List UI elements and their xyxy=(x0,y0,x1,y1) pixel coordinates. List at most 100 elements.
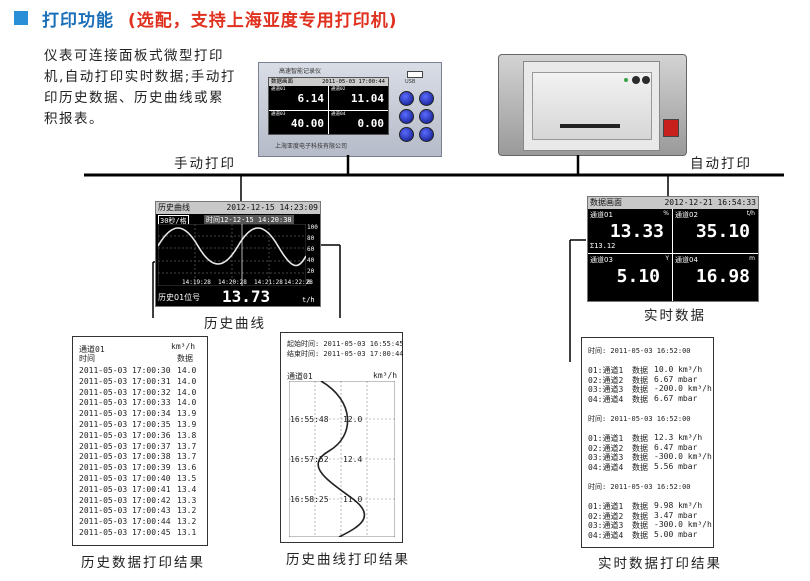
x-tick-label: 14:19:28 xyxy=(182,279,211,286)
history-curve-caption: 历史曲线 xyxy=(204,316,266,332)
row-ch: 01:通道1 xyxy=(588,502,624,511)
row-label: 数据 xyxy=(632,366,648,375)
block-time: 时间: 2011-05-03 16:52:00 xyxy=(588,415,691,423)
printout-time-head: 时间 xyxy=(79,354,95,363)
recorder-cell: 通道01 6.14 xyxy=(269,86,329,111)
realtime-cell: 通道02 t/h 35.10 xyxy=(673,209,758,254)
row-value: 14.0 xyxy=(177,366,197,375)
curve-mark-value: 12.4 xyxy=(343,455,363,464)
row-label: 数据 xyxy=(632,434,648,443)
row-value: 14.0 xyxy=(177,376,197,386)
recorder-button[interactable] xyxy=(399,91,414,106)
row-time: 2011-05-03 17:00:35 xyxy=(79,419,171,429)
row-ch: 01:通道1 xyxy=(588,434,624,443)
recorder-button[interactable] xyxy=(419,91,434,106)
row-val: 5.56 mbar xyxy=(654,461,698,471)
row-ch: 03:通道3 xyxy=(588,521,624,530)
usb-port-icon xyxy=(407,71,423,78)
row-time: 2011-05-03 17:00:30 xyxy=(79,366,171,375)
row-val: -300.0 km³/h xyxy=(654,520,712,529)
power-switch[interactable] xyxy=(663,119,679,137)
page-subtitle: (选配，支持上海亚度专用打印机) xyxy=(128,11,398,31)
curve-mark-value: 11.0 xyxy=(343,495,363,504)
recorder-cell: 通道03 40.00 xyxy=(269,111,329,134)
history-value: 13.73 xyxy=(222,287,271,306)
printout-unit: km³/h xyxy=(373,371,398,380)
row-time: 2011-05-03 17:00:37 xyxy=(79,441,171,451)
paper-slot-icon xyxy=(560,124,620,128)
list-item: 01:通道1 数据 12.3 km³/h xyxy=(588,433,710,443)
history-print-caption: 历史数据打印结果 xyxy=(81,555,205,571)
row-ch: 04:通道4 xyxy=(588,462,624,472)
row-value: 13.5 xyxy=(177,473,197,483)
title-square-icon xyxy=(14,11,28,25)
row-value: 13.2 xyxy=(177,506,197,516)
table-row: 2011-05-03 17:00:30 14.0 xyxy=(79,366,201,377)
row-value: 13.7 xyxy=(177,441,197,451)
history-y-ticks: 100 80 60 40 20 0 xyxy=(307,224,318,286)
list-item: 04:通道4 数据 6.67 mbar xyxy=(588,394,710,404)
row-time: 2011-05-03 17:00:43 xyxy=(79,506,171,516)
printer-led-icon xyxy=(632,76,640,84)
row-label: 数据 xyxy=(632,453,648,462)
recorder-button[interactable] xyxy=(399,109,414,124)
row-time: 2011-05-03 17:00:36 xyxy=(79,430,171,440)
row-value: 13.3 xyxy=(177,495,197,505)
row-time: 2011-05-03 17:00:41 xyxy=(79,484,171,494)
row-value: 13.7 xyxy=(177,452,197,462)
recorder-button[interactable] xyxy=(419,127,434,142)
realtime-cell: 通道03 Y 5.10 xyxy=(588,254,673,301)
row-time: 2011-05-03 17:00:38 xyxy=(79,452,171,462)
row-value: 13.9 xyxy=(177,419,197,429)
printout-unit: km³/h xyxy=(171,342,196,351)
recorder-cell: 通道02 11.04 xyxy=(329,86,388,111)
row-ch: 02:通道2 xyxy=(588,375,624,385)
printer-cover xyxy=(523,61,660,151)
history-data-printout: 通道01 时间 km³/h 数据 2011-05-03 17:00:30 14.0… xyxy=(72,336,208,546)
realtime-caption: 实时数据 xyxy=(644,308,706,324)
printer-device xyxy=(498,54,687,156)
curve-printout: 起始时间: 2011-05-03 16:55:45 结束时间: 2011-05-… xyxy=(280,332,404,543)
row-ch: 02:通道2 xyxy=(588,443,624,453)
row-val: -200.0 km³/h xyxy=(654,384,712,393)
row-label: 数据 xyxy=(632,394,648,404)
x-tick-label: 14:20:28 xyxy=(218,279,247,286)
realtime-print-caption: 实时数据打印结果 xyxy=(598,556,722,572)
row-ch: 04:通道4 xyxy=(588,530,624,540)
row-val: 3.47 mbar xyxy=(654,510,698,520)
power-led-icon xyxy=(624,78,628,82)
row-val: 6.67 mbar xyxy=(654,393,698,403)
x-tick-label: 14:21:28 xyxy=(254,279,283,286)
recorder-button[interactable] xyxy=(399,127,414,142)
row-val: 6.67 mbar xyxy=(654,374,698,384)
recorder-cell: 通道04 0.00 xyxy=(331,112,384,130)
usb-label: USB xyxy=(405,79,416,85)
row-val: 12.3 km³/h xyxy=(654,433,703,442)
printout-channel: 通道01 xyxy=(79,345,105,354)
row-value: 13.4 xyxy=(177,484,197,494)
printout-data-head: 数据 xyxy=(177,354,193,363)
recorder-button[interactable] xyxy=(419,109,434,124)
realtime-print-blocks: 时间: 2011-05-03 16:52:00 01:通道1 数据 10.0 km³/… xyxy=(588,346,712,550)
row-ch: 03:通道3 xyxy=(588,385,624,394)
row-ch: 03:通道3 xyxy=(588,453,624,462)
row-ch: 04:通道4 xyxy=(588,394,624,404)
printout-channel: 通道01 xyxy=(287,372,313,381)
recorder-device: 高速智能记录仪 数据画面 2011-05-03 17:00:44 通道01 6.… xyxy=(258,62,442,157)
row-value: 14.0 xyxy=(177,398,197,408)
row-time: 2011-05-03 17:00:34 xyxy=(79,409,171,419)
row-val: 10.0 km³/h xyxy=(654,365,703,374)
page-title: 打印功能(选配，支持上海亚度专用打印机) xyxy=(42,11,398,31)
